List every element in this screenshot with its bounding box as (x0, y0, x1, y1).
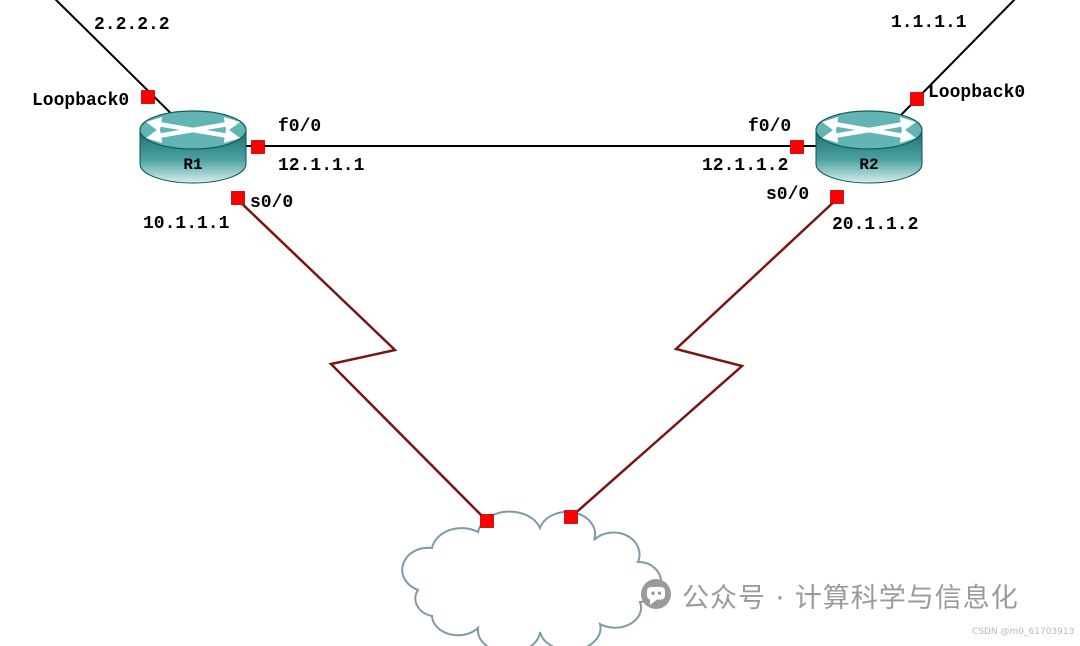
connector-cloud-right (564, 510, 578, 524)
r2-serial-if-label: s0/0 (766, 185, 810, 205)
r1-loopback-name-label: Loopback0 (32, 91, 130, 111)
r1-loopback-ip-label: 2.2.2.2 (94, 15, 170, 35)
r1-serial-ip-label: 10.1.1.1 (143, 214, 230, 234)
router-arrows-icon (821, 117, 917, 143)
r2-name-label: R2 (859, 156, 879, 174)
r1-name-label: R1 (183, 156, 203, 174)
router-arrows-icon (145, 117, 241, 143)
connector-r1-f00 (251, 140, 265, 154)
r2-loopback-ip-label: 1.1.1.1 (891, 13, 967, 33)
connector-r2-loopback (910, 92, 924, 106)
watermark-text: 公众号 · 计算科学与信息化 (682, 583, 1019, 614)
router-r1-node[interactable] (139, 110, 247, 184)
r2-loopback-name-label: Loopback0 (928, 83, 1026, 103)
r1-eth-ip-label: 12.1.1.1 (278, 156, 365, 176)
connector-r1-loopback (141, 90, 155, 104)
wechat-icon (641, 579, 671, 609)
serial-link-r2-cloud[interactable] (570, 197, 839, 518)
router-r2-node[interactable] (815, 110, 923, 184)
connector-r2-f00 (790, 140, 804, 154)
connector-squares (141, 90, 924, 528)
r2-serial-ip-label: 20.1.1.2 (832, 215, 919, 235)
watermark-credit: CSDN @m0_61703913 (972, 627, 1075, 637)
r2-eth-ip-label: 12.1.1.2 (702, 156, 789, 176)
cloud-node[interactable] (401, 510, 662, 646)
r1-eth-if-label: f0/0 (278, 117, 322, 137)
serial-link-r1-cloud[interactable] (236, 198, 488, 522)
connector-cloud-left (480, 514, 494, 528)
r2-eth-if-label: f0/0 (748, 117, 792, 137)
connector-r2-s00 (830, 190, 844, 204)
r1-serial-if-label: s0/0 (250, 193, 294, 213)
connector-r1-s00 (231, 191, 245, 205)
